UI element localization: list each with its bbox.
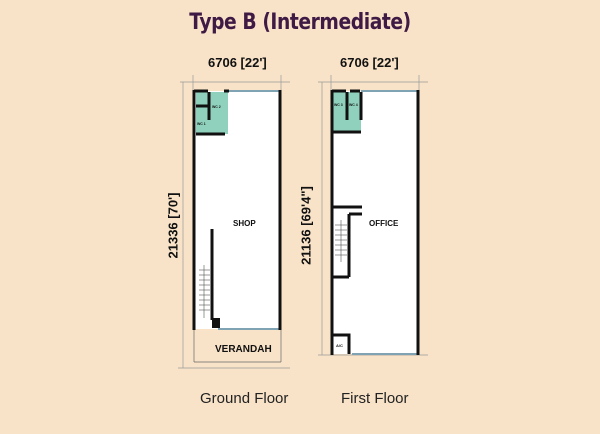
dimension-lines — [178, 75, 428, 369]
verandah-label: VERANDAH — [215, 344, 272, 355]
first-floor-plan: OFFICE A/C WC 3 WC 4 — [330, 89, 420, 355]
ground-floor-label: Ground Floor — [200, 390, 289, 407]
wc-3-label: WC 3 — [334, 103, 343, 107]
first-floor-label: First Floor — [341, 390, 409, 407]
first-width-dimension: 6706 [22'] — [340, 55, 399, 70]
page-title: Type B (Intermediate) — [189, 10, 411, 35]
ground-width-dimension: 6706 [22'] — [208, 55, 267, 70]
ground-floor-plan: SHOP VERANDAH WC 1 WC 2 — [192, 89, 282, 363]
wc-2-label: WC 2 — [212, 105, 221, 109]
wc-4-label: WC 4 — [349, 103, 358, 107]
ac-label: A/C — [336, 343, 343, 348]
shop-label: SHOP — [233, 219, 256, 228]
office-label: OFFICE — [369, 219, 399, 228]
wc-1-label: WC 1 — [197, 122, 206, 126]
ground-wc-area — [196, 92, 228, 134]
